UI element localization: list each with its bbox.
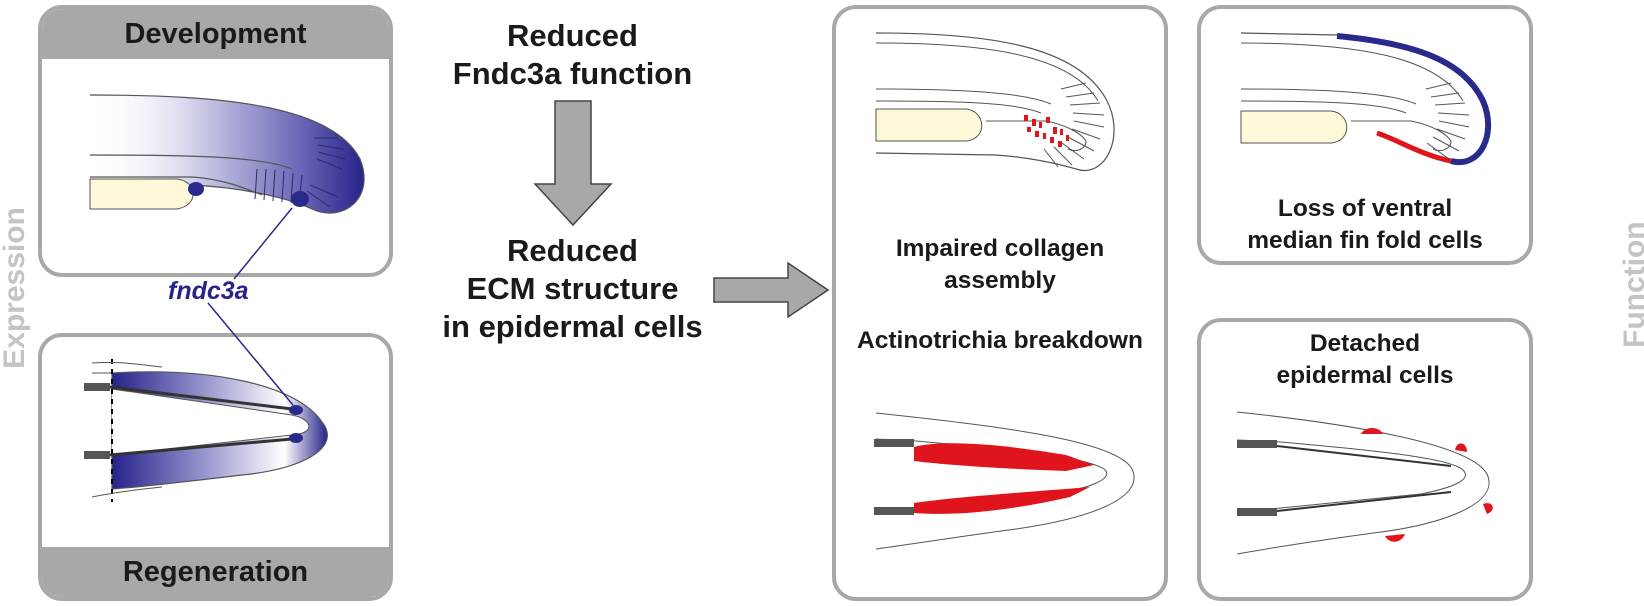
reduced-ecm-line1: Reduced xyxy=(507,233,638,268)
actinotrichia-caption: Actinotrichia breakdown xyxy=(857,327,1143,354)
detached-cells-panel: Detached epidermal cells xyxy=(1197,318,1533,601)
gene-label-fndc3a: fndc3a xyxy=(168,277,249,305)
function-side-label: Function xyxy=(1618,221,1644,348)
reduced-function-line2: Fndc3a function xyxy=(452,56,693,91)
ventral-fin-fold-panel: Loss of ventral median fin fold cells xyxy=(1197,5,1533,265)
regeneration-panel: Regeneration xyxy=(38,333,393,601)
reduced-function-text: Reduced Fndc3a function xyxy=(430,17,715,93)
down-arrow xyxy=(533,100,613,227)
development-header: Development xyxy=(42,9,389,59)
regeneration-footer: Regeneration xyxy=(42,547,389,597)
detached-caption-line2: epidermal cells xyxy=(1276,362,1454,389)
reduced-function-line1: Reduced xyxy=(507,18,638,53)
detached-cells-illustration xyxy=(1236,411,1493,555)
detached-caption-line1: Detached xyxy=(1309,330,1421,357)
actinotrichia-fin-illustration xyxy=(874,412,1135,550)
right-arrow xyxy=(713,261,830,319)
expression-side-label: Expression xyxy=(0,207,31,369)
ventral-caption-line1: Loss of ventral xyxy=(1277,195,1453,222)
ventral-fin-illustration xyxy=(1240,32,1492,166)
reduced-ecm-line2: ECM structure xyxy=(466,271,679,306)
collagen-caption-line1: Impaired collagen xyxy=(895,235,1105,262)
collagen-caption-line2: assembly xyxy=(944,267,1056,294)
development-fin-illustration xyxy=(89,94,365,214)
collagen-panel: Impaired collagen assembly Actinotrichia… xyxy=(832,5,1168,601)
regeneration-fin-illustration xyxy=(84,359,328,502)
reduced-ecm-text: Reduced ECM structure in epidermal cells xyxy=(420,232,725,346)
reduced-ecm-line3: in epidermal cells xyxy=(442,309,703,344)
ventral-caption: Loss of ventral median fin fold cells xyxy=(1201,193,1529,257)
collagen-caption: Impaired collagen assembly xyxy=(836,233,1164,297)
collagen-fin-illustration xyxy=(875,32,1115,172)
ventral-caption-line2: median fin fold cells xyxy=(1247,227,1483,254)
development-panel: Development xyxy=(38,5,393,277)
detached-caption: Detached epidermal cells xyxy=(1201,328,1529,392)
